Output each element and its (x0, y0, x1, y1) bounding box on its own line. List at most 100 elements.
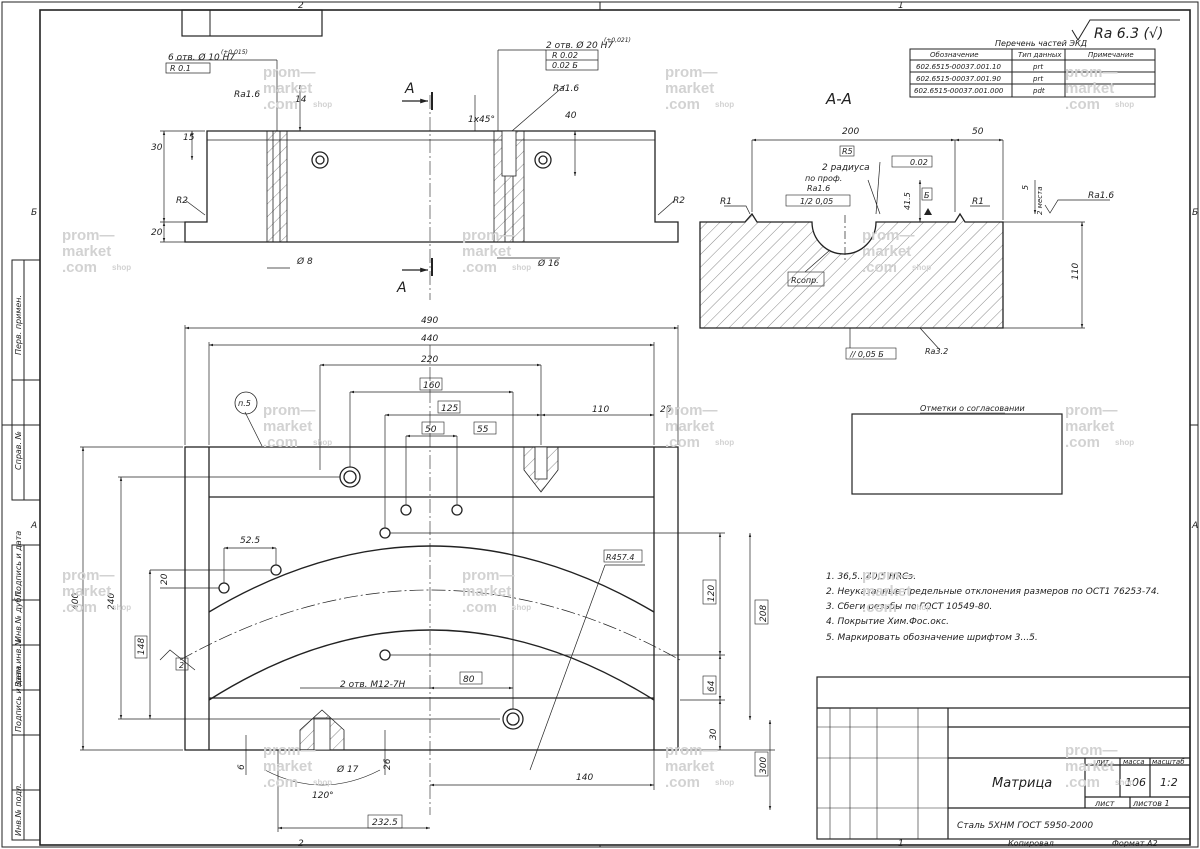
roughness-label: Ra1.6 (553, 84, 579, 94)
side-label: Справ. № (14, 431, 23, 470)
tolerance: (+0,021) (604, 37, 631, 44)
sheets-label: листов 1 (1132, 799, 1170, 808)
svg-text:shop: shop (512, 263, 531, 272)
svg-text:shop: shop (1115, 438, 1134, 447)
svg-text:prom—: prom— (62, 567, 115, 584)
svg-text:market: market (1065, 418, 1114, 435)
left-side-labels: Перв. примен. Справ. № Подпись и дата Ин… (14, 295, 23, 836)
dim-text: 160 (423, 381, 440, 391)
svg-text:market: market (665, 80, 714, 97)
side-label: Подпись и дата (14, 666, 23, 732)
lit-label: лит (1095, 758, 1110, 766)
dim-text: 240 (107, 593, 117, 610)
svg-text:shop: shop (1115, 778, 1134, 787)
general-roughness-mark: Ra 6.3 (√) (1071, 19, 1180, 42)
dim-text: 220 (421, 355, 438, 365)
dim-text: 120° (312, 791, 334, 801)
scale-label: масштаб (1152, 758, 1185, 766)
svg-text:prom—: prom— (62, 227, 115, 244)
title-block (816, 676, 1191, 840)
svg-text:prom—: prom— (263, 64, 316, 81)
dim-text: 1х45° (468, 115, 495, 125)
flatness-tolerance: 0.02 (910, 158, 928, 167)
svg-text:prom—: prom— (665, 64, 718, 81)
top-profile-view (160, 49, 679, 300)
section-marker: А (396, 280, 407, 296)
svg-text:.com: .com (263, 96, 298, 113)
tolerance: (+0,015) (221, 49, 248, 56)
dim-text: 14 (295, 95, 307, 105)
profile-tolerance: 1/2 0,05 (800, 197, 833, 206)
dim-text: Ø 8 (296, 256, 313, 267)
svg-text:prom—: prom— (462, 227, 515, 244)
svg-text:.com: .com (62, 599, 97, 616)
part-name: Матрица (992, 776, 1052, 791)
svg-text:shop: shop (715, 778, 734, 787)
dim-text: 148 (137, 638, 147, 655)
dim-text: 200 (842, 127, 859, 137)
parts-table-cell: 602.6515-00037.001.90 (916, 75, 1001, 83)
radius-label: R2 (673, 196, 685, 206)
note-line: 1. 36,5...40,5 HRCэ. (826, 572, 916, 582)
approval-title: Отметки о согласовании (920, 404, 1025, 413)
section-a-a-labels: 200 50 R5 2 радиуса по проф. Ra1.6 1/2 0… (720, 127, 1114, 360)
svg-text:.com: .com (1065, 96, 1100, 113)
svg-text:market: market (462, 583, 511, 600)
section-marker: А (404, 81, 415, 97)
svg-text:prom—: prom— (665, 402, 718, 419)
dim-text: 2 места (1036, 187, 1044, 215)
roughness-value: Ra 6.3 (√) (1094, 26, 1163, 42)
svg-text:.com: .com (1065, 434, 1100, 451)
zone-label: 1 (898, 839, 904, 849)
svg-text:market: market (263, 758, 312, 775)
left-side-columns (11, 259, 41, 841)
hole-callout: 6 отв. Ø 10 Н7 (168, 52, 235, 63)
dim-text: 110 (592, 405, 609, 415)
dim-text: 20 (151, 228, 163, 238)
parts-table: Перечень частей ЭКД Обозначение Тип данн… (909, 39, 1156, 98)
section-title: А-А (825, 90, 852, 108)
svg-text:market: market (862, 583, 911, 600)
position-tolerance: R 0.1 (170, 64, 191, 73)
radius-label: R2 (176, 196, 188, 206)
datum-label: Б (924, 191, 930, 200)
svg-text:shop: shop (912, 603, 931, 612)
position-tolerance: R 0.02 (552, 51, 578, 60)
svg-text:prom—: prom— (462, 567, 515, 584)
svg-text:shop: shop (1115, 100, 1134, 109)
parts-table-cell: prt (1032, 63, 1043, 71)
zone-label: 2 (298, 839, 304, 849)
svg-text:.com: .com (862, 599, 897, 616)
dim-text: 208 (759, 605, 769, 622)
zone-label: А (1191, 521, 1198, 531)
radius-label: R457.4 (606, 553, 634, 562)
dim-text: 110 (1071, 263, 1081, 280)
top-profile-labels: 6 отв. Ø 10 Н7 (+0,015) R 0.1 2 отв. Ø 2… (151, 37, 685, 296)
thread-callout: 2 отв. М12-7Н (340, 680, 406, 690)
dim-text: 232.5 (372, 818, 398, 828)
svg-text:market: market (1065, 758, 1114, 775)
svg-text:shop: shop (715, 438, 734, 447)
svg-text:shop: shop (313, 100, 332, 109)
technical-notes: 1. 36,5...40,5 HRCэ. 2. Неуказанные пред… (826, 572, 1159, 643)
svg-text:market: market (462, 243, 511, 260)
parts-table-cell: prt (1032, 75, 1043, 83)
parts-table-header: Обозначение (930, 51, 979, 59)
title-block-text: Матрица Сталь 5ХНМ ГОСТ 5950-2000 лит ма… (957, 758, 1185, 848)
plan-view-labels: 490 440 220 160 125 110 25 50 55 52.5 20… (71, 316, 769, 829)
svg-text:.com: .com (665, 774, 700, 791)
svg-text:prom—: prom— (1065, 742, 1118, 759)
zone-label: 2 (298, 1, 304, 11)
svg-text:.com: .com (665, 434, 700, 451)
svg-text:prom—: prom— (665, 742, 718, 759)
